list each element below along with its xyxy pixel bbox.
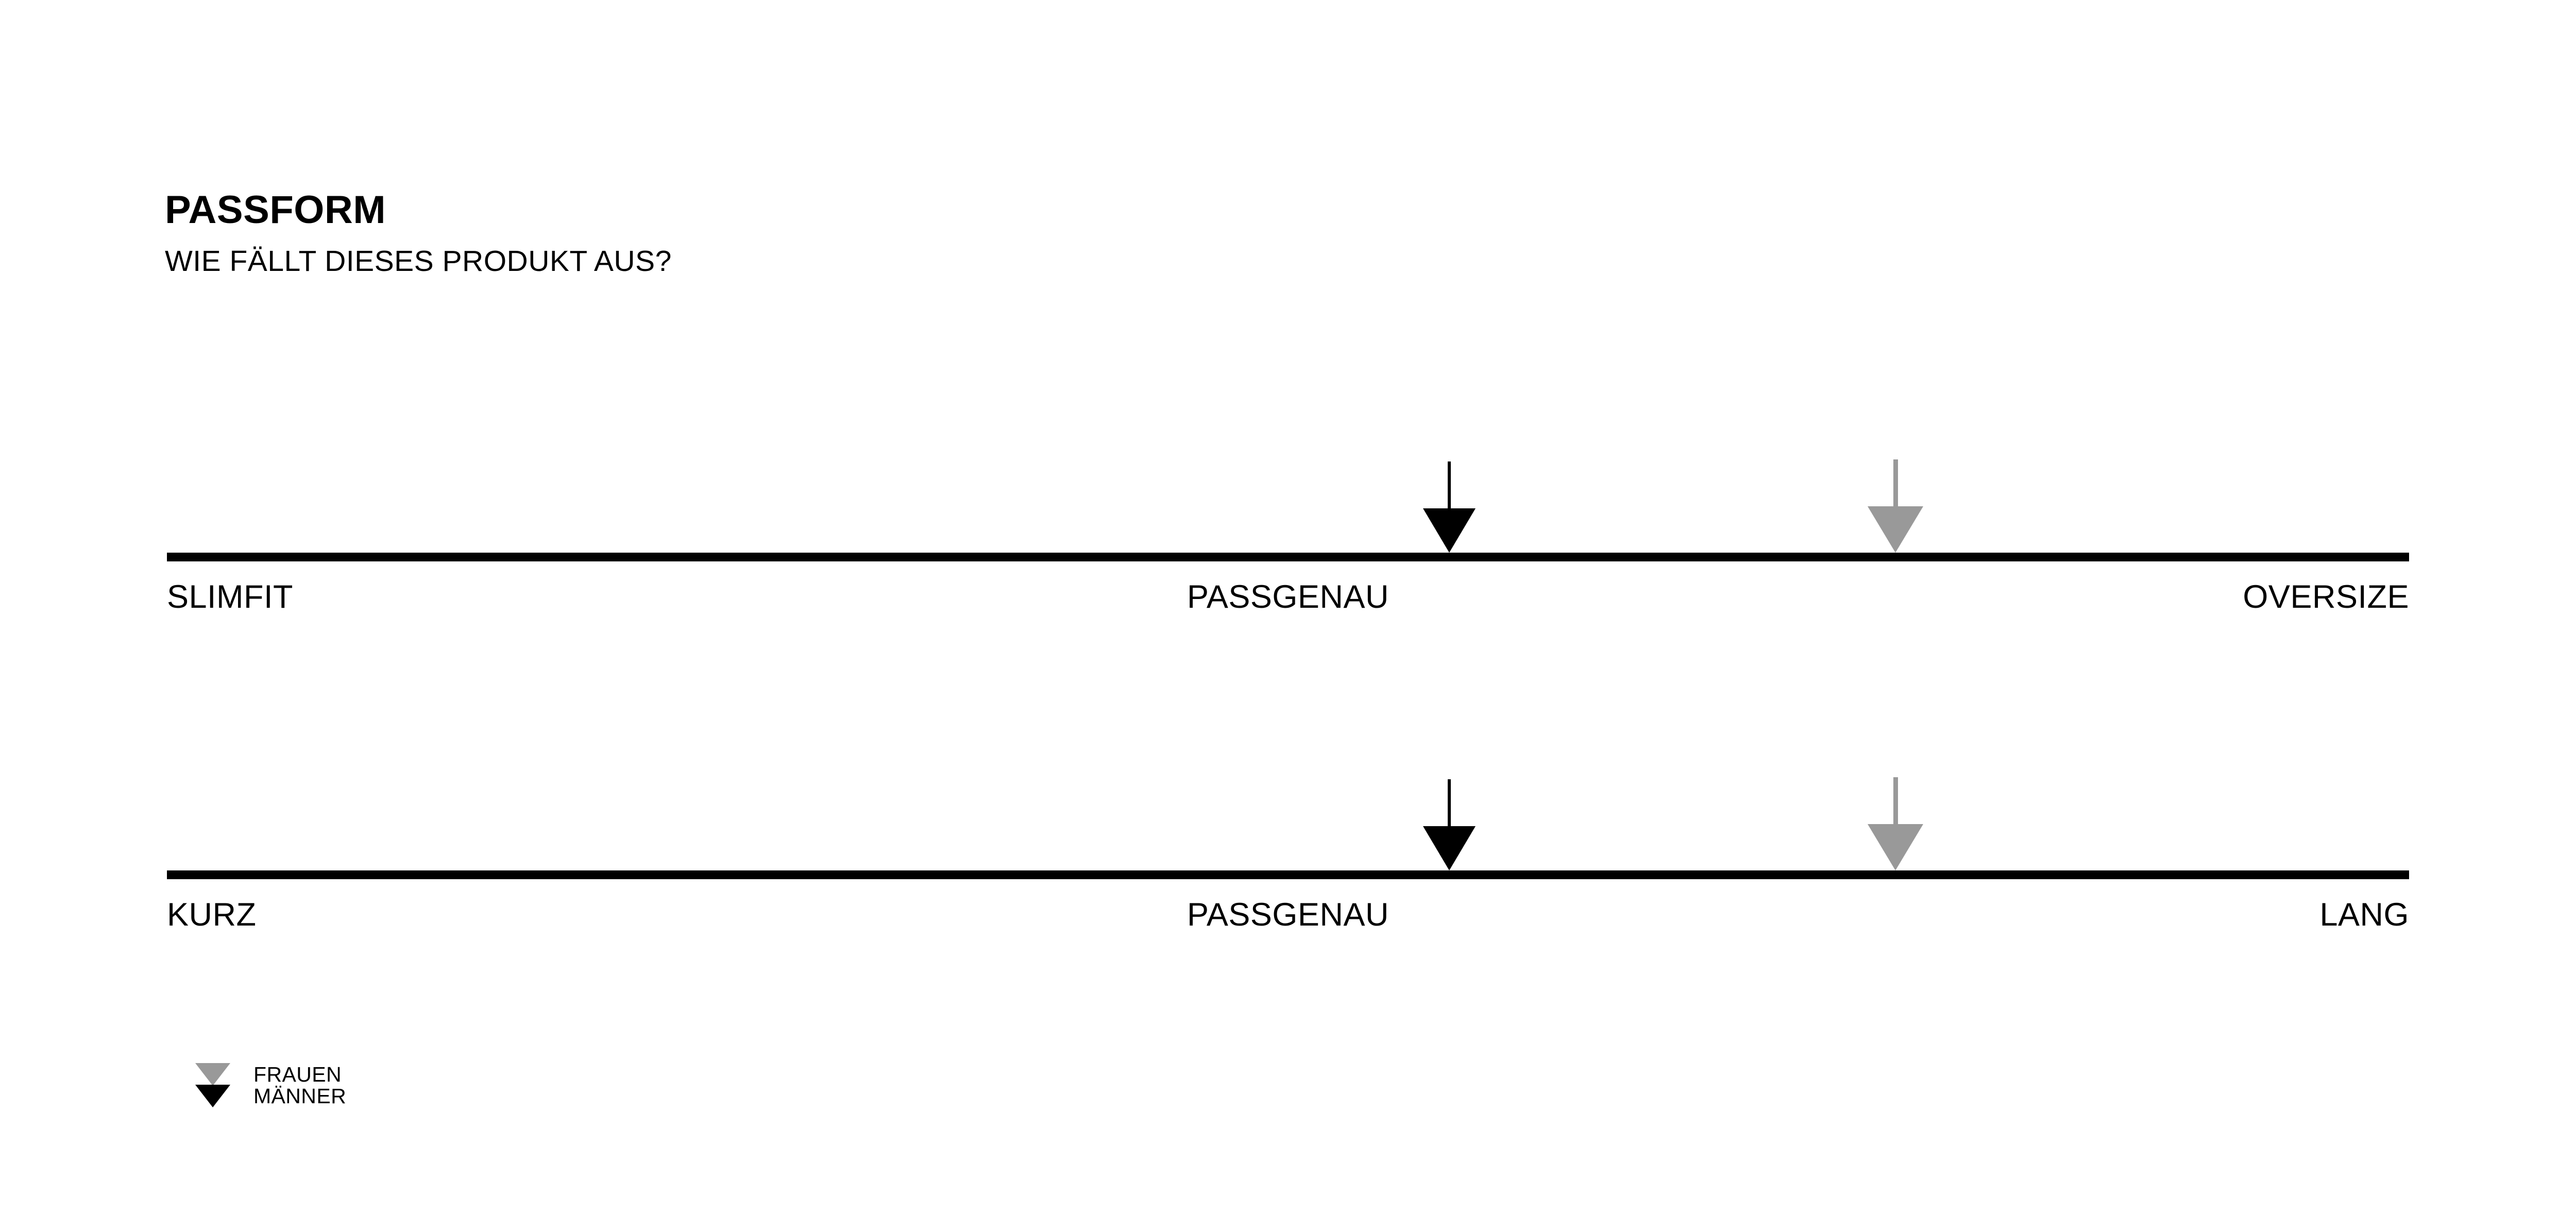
scale-label-center-width: PASSGENAU: [1187, 579, 1389, 615]
arrow-down-icon: [1423, 508, 1476, 553]
scale-label-left-width: SLIMFIT: [167, 579, 294, 615]
triangle-down-icon: [195, 1063, 230, 1086]
marker-frauen-length[interactable]: [1868, 777, 1924, 870]
marker-maenner-length[interactable]: [1423, 779, 1476, 870]
marker-frauen-width[interactable]: [1868, 459, 1924, 553]
scale-label-center-length: PASSGENAU: [1187, 897, 1389, 933]
triangle-down-icon: [195, 1085, 230, 1107]
legend-swatch-maenner: [195, 1085, 231, 1107]
marker-track-width: [167, 427, 2409, 553]
scale-bar-length: [167, 870, 2409, 879]
legend-item-frauen: FRAUEN: [195, 1062, 346, 1086]
page-title: PASSFORM: [165, 188, 386, 232]
scale-label-left-length: KURZ: [167, 897, 257, 933]
arrow-stem: [1893, 777, 1898, 824]
arrow-stem: [1448, 779, 1451, 826]
page-subtitle: WIE FÄLLT DIESES PRODUKT AUS?: [165, 245, 672, 278]
arrow-stem: [1448, 461, 1451, 508]
legend: FRAUEN MÄNNER: [195, 1062, 346, 1107]
scale-labels-length: KURZ PASSGENAU LANG: [167, 899, 2409, 955]
scale-labels-width: SLIMFIT PASSGENAU OVERSIZE: [167, 581, 2409, 638]
fit-scale-length: KURZ PASSGENAU LANG: [167, 745, 2409, 955]
marker-maenner-width[interactable]: [1423, 461, 1476, 553]
scale-label-right-length: LANG: [2319, 897, 2409, 933]
arrow-down-icon: [1868, 506, 1924, 553]
arrow-down-icon: [1868, 824, 1924, 870]
marker-track-length: [167, 745, 2409, 870]
scale-label-right-width: OVERSIZE: [2243, 579, 2409, 615]
header-block: PASSFORM WIE FÄLLT DIESES PRODUKT AUS?: [165, 191, 672, 276]
arrow-stem: [1893, 459, 1898, 506]
legend-label-frauen: FRAUEN: [253, 1062, 342, 1086]
arrow-down-icon: [1423, 826, 1476, 870]
legend-swatch-frauen: [195, 1063, 231, 1086]
fit-scale-width: SLIMFIT PASSGENAU OVERSIZE: [167, 427, 2409, 638]
scale-bar-width: [167, 553, 2409, 561]
legend-item-maenner: MÄNNER: [195, 1085, 346, 1107]
legend-label-maenner: MÄNNER: [253, 1084, 347, 1108]
